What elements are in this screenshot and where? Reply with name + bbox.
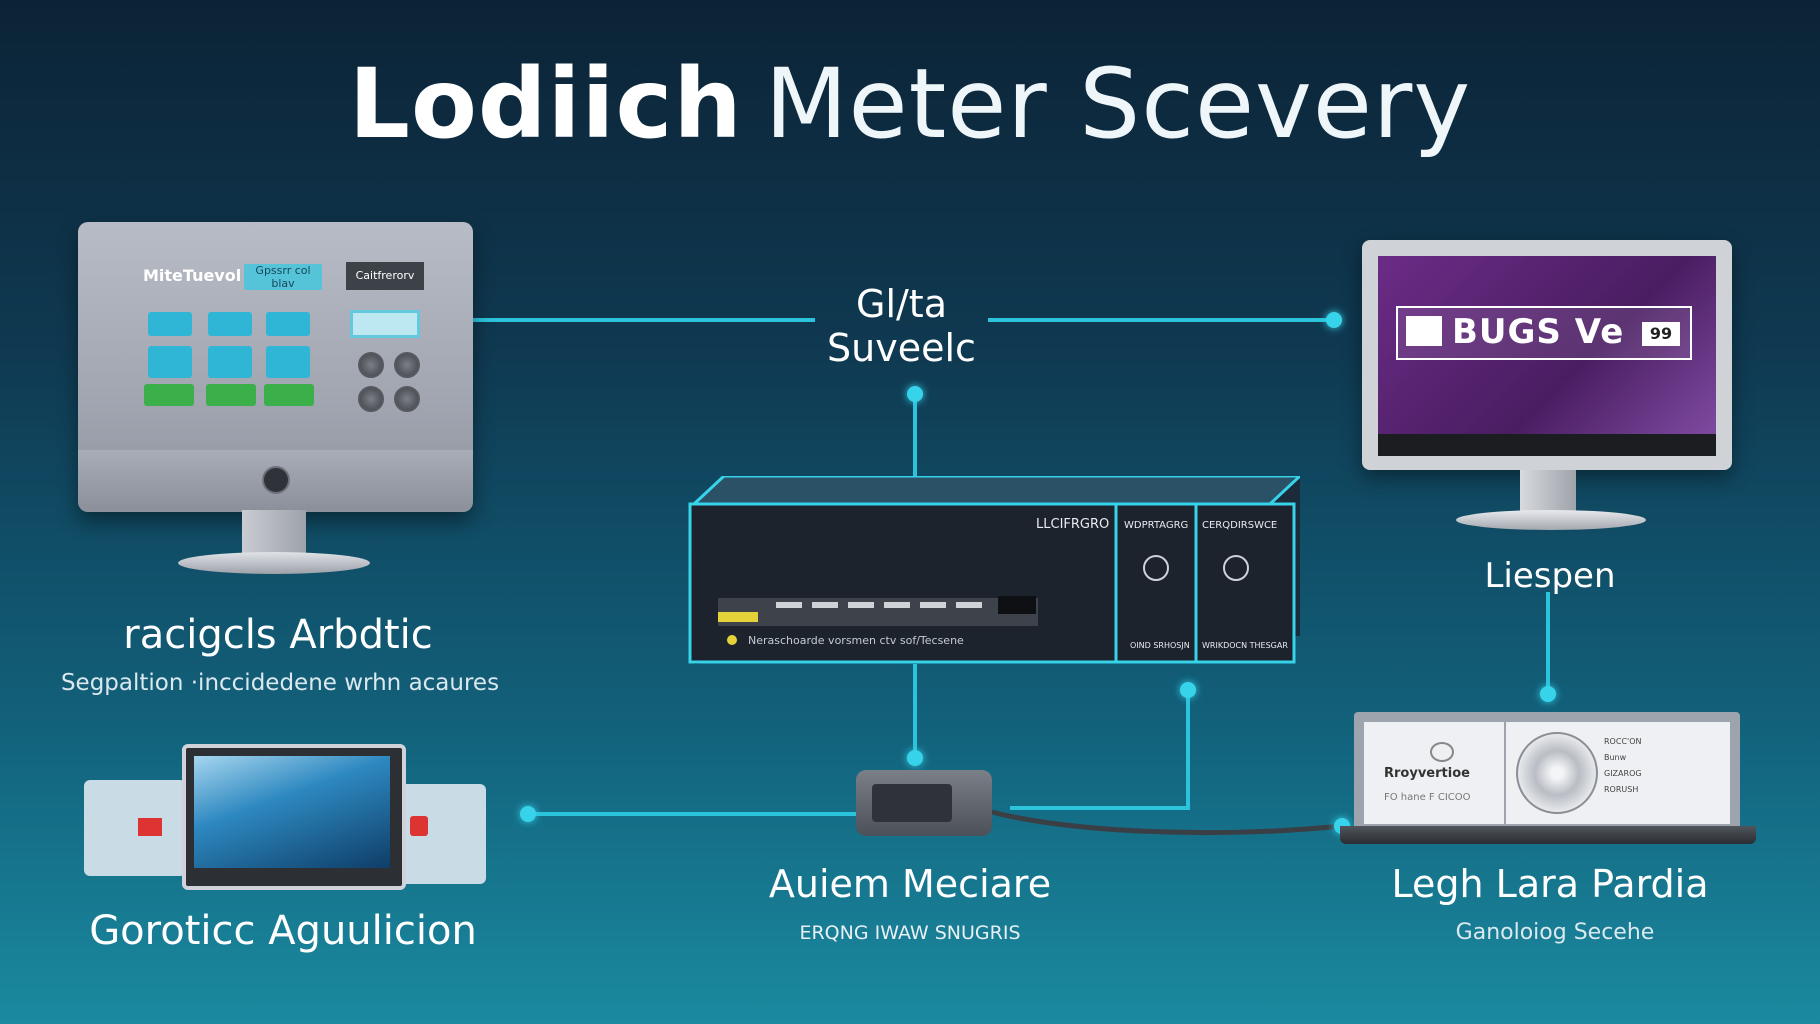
laptop-base (1340, 826, 1756, 844)
desktop-terminal-stand (242, 510, 306, 560)
tablet-screen (194, 756, 390, 868)
terminal-tile[interactable] (208, 312, 252, 336)
laptop-screen-label: Rroyvertioe (1384, 766, 1470, 781)
laptop-label: GIZAROG (1604, 769, 1642, 778)
wire-bottom-center-right (1010, 690, 1190, 810)
monitor-badge: 99 (1642, 322, 1680, 346)
document-card-right (392, 784, 486, 884)
terminal-primary-button[interactable]: Gpssrr col blav (244, 264, 322, 290)
top-left-subtitle: Segpaltion ·inccidedene wrhn acaures (60, 670, 500, 696)
port1-label: WDPRTAGRG (1124, 520, 1188, 531)
terminal-tile[interactable] (266, 312, 310, 336)
terminal-knob[interactable] (394, 386, 420, 412)
center-node-line1: Gl/ta (856, 282, 947, 326)
terminal-tile-green[interactable] (144, 384, 194, 406)
connector-dot-bottom-left (520, 806, 536, 822)
terminal-tile[interactable] (148, 346, 192, 378)
connector-dot-center-top (907, 386, 923, 402)
document-card-left (84, 780, 186, 876)
bottom-right-title: Legh Lara Pardia (1391, 862, 1709, 906)
terminal-tile-green[interactable] (206, 384, 256, 406)
bottom-center-title: Auiem Meciare (768, 862, 1052, 906)
top-left-title: racigcls Arbdtic (123, 612, 433, 658)
top-right-title: Liespen (1484, 556, 1616, 596)
router-status: Neraschoarde vorsmen ctv sof/Tecsene (748, 634, 964, 647)
terminal-tile[interactable] (208, 346, 252, 378)
terminal-display (350, 310, 420, 338)
laptop-label: RORUSH (1604, 785, 1639, 794)
disc-icon (1516, 732, 1598, 814)
connector-dot-center-bottom (907, 750, 923, 766)
adapter-panel (872, 784, 952, 822)
title-thin: Meter Scevery (764, 48, 1472, 160)
desktop-terminal-foot (178, 552, 370, 574)
terminal-knob[interactable] (358, 386, 384, 412)
connector-dot-right (1540, 686, 1556, 702)
terminal-knob[interactable] (394, 352, 420, 378)
center-node-line2: Suveelc (827, 326, 976, 370)
doc-red-icon (138, 818, 162, 836)
center-node-label: Gl/ta Suveelc (815, 282, 988, 370)
bottom-right-subtitle: Ganoloiog Secehe (1455, 920, 1655, 945)
port1-footer: OIND SRHOSJN (1130, 641, 1190, 650)
port2-label: CERQDIRSWCE (1202, 520, 1277, 531)
terminal-tile[interactable] (148, 312, 192, 336)
monitor-foot (1456, 510, 1646, 530)
terminal-tile[interactable] (266, 346, 310, 378)
port2-icon (1223, 555, 1249, 581)
monitor-brand: BUGS Ve (1452, 312, 1625, 352)
doc-red-icon (410, 816, 428, 836)
power-icon[interactable] (262, 466, 290, 494)
monitor-bezel (1378, 434, 1716, 456)
bottom-left-title: Goroticc Aguulicion (89, 908, 477, 954)
terminal-knob[interactable] (358, 352, 384, 378)
title-bold: Lodiich (348, 48, 743, 160)
bottom-center-subtitle: ERQNG IWAW SNUGRIS (799, 922, 1021, 944)
terminal-tile-green[interactable] (264, 384, 314, 406)
settings-icon (1430, 742, 1454, 762)
laptop-label: Bunw (1604, 753, 1627, 762)
port2-footer: WRIKDOCN THESGAR (1202, 641, 1288, 650)
laptop-label: ROCC'ON (1604, 737, 1642, 746)
network-router[interactable]: LLCIFRGRO Neraschoarde vorsmen ctv sof/T… (684, 476, 1300, 664)
laptop-screen-divider (1504, 722, 1506, 824)
connector-dot-bottom-center-right (1180, 682, 1196, 698)
router-brand: LLCIFRGRO (1036, 517, 1109, 532)
terminal-secondary-button[interactable]: Caitfrerorv (346, 262, 424, 290)
port1-icon (1143, 555, 1169, 581)
brand-logo-icon (1406, 316, 1442, 346)
terminal-name: MiteTuevol (143, 266, 242, 285)
connector-dot-top-right (1326, 312, 1342, 328)
laptop-screen-small: FO hane F CICOO (1384, 792, 1471, 803)
cable (991, 809, 1343, 836)
laptop-right-labels: ROCC'ON Bunw GIZAROG RORUSH (1604, 734, 1642, 798)
